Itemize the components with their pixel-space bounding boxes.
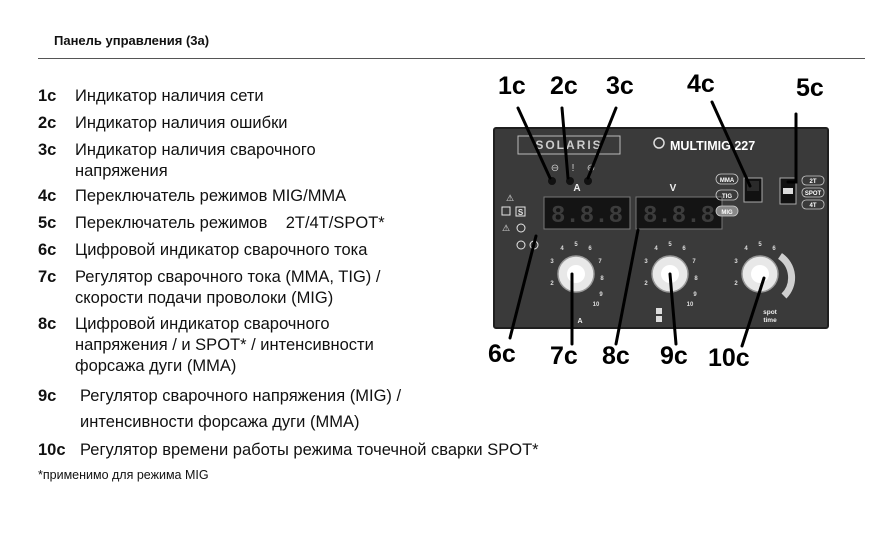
legend-number: 2c bbox=[38, 113, 56, 134]
callout-8c: 8c bbox=[602, 342, 630, 371]
legend-number: 10c bbox=[38, 440, 66, 461]
voltage-knob-mode-mark bbox=[656, 308, 662, 314]
callout-5c: 5c bbox=[796, 74, 824, 103]
callout-4c: 4c bbox=[687, 70, 715, 99]
trigger-spot-label: SPOT bbox=[805, 191, 822, 197]
trigger-mode-switch-rocker bbox=[783, 188, 793, 194]
mode-mma-label: MMA bbox=[720, 178, 735, 184]
callout-7c: 7c bbox=[550, 342, 578, 371]
ampere-label: A bbox=[573, 183, 580, 194]
header-divider bbox=[38, 58, 865, 59]
callout-2c: 2c bbox=[550, 72, 578, 101]
legend-number: 1c bbox=[38, 86, 56, 107]
error-led-symbol: ! bbox=[572, 163, 575, 174]
trigger-2t-label: 2T bbox=[809, 179, 816, 185]
callout-1c: 1c bbox=[498, 72, 526, 101]
legend-text-line2: интенсивности форсажа дуги (MMA) bbox=[80, 412, 359, 433]
scale-number: 10 bbox=[687, 302, 694, 308]
callout-3c: 3c bbox=[606, 72, 634, 101]
legend-text: Индикатор наличия сварочного bbox=[75, 140, 316, 161]
current-display-digits: 8.8.8 bbox=[551, 203, 623, 230]
legend-text-line3: форсажа дуги (MMA) bbox=[75, 356, 236, 377]
voltage-knob-mode-mark bbox=[656, 316, 662, 322]
shock-warning-icon: ⚠ bbox=[502, 223, 510, 233]
control-panel-diagram: SOLARIS MULTIMIG 227 ⊖ ! ⊖ A V ⚠ S ⚠ 8.8… bbox=[480, 70, 880, 380]
callout-6c: 6c bbox=[488, 340, 516, 369]
mode-tig-label: TIG bbox=[722, 194, 732, 200]
legend-text: Регулятор времени работы режима точечной… bbox=[80, 440, 539, 461]
footnote: *применимо для режима MIG bbox=[38, 468, 209, 482]
mode-mig-label: MIG bbox=[721, 210, 733, 216]
legend-number: 6c bbox=[38, 240, 56, 261]
legend-text: Переключатель режимов 2T/4T/SPOT* bbox=[75, 213, 385, 234]
legend-text-line2: скорости подачи проволоки (MIG) bbox=[75, 288, 333, 309]
spot-time-knob-cap bbox=[751, 265, 769, 283]
s-mark-text: S bbox=[518, 208, 524, 217]
thermal-warning-icon: ⚠ bbox=[506, 193, 514, 203]
legend-number: 9c bbox=[38, 386, 56, 407]
legend-number: 8c bbox=[38, 314, 56, 335]
voltage-label: V bbox=[670, 183, 677, 194]
legend-text: Регулятор сварочного напряжения (MIG) / bbox=[80, 386, 401, 407]
control-panel-svg: SOLARIS MULTIMIG 227 ⊖ ! ⊖ A V ⚠ S ⚠ 8.8… bbox=[480, 70, 880, 380]
spot-time-label: time bbox=[763, 317, 777, 324]
power-led-symbol: ⊖ bbox=[551, 163, 559, 174]
model-title: MULTIMIG 227 bbox=[670, 139, 755, 153]
current-knob-cap bbox=[567, 265, 585, 283]
scale-number: 10 bbox=[593, 302, 600, 308]
legend-text: Переключатель режимов MIG/MMA bbox=[75, 186, 346, 207]
legend-text: Цифровой индикатор сварочного bbox=[75, 314, 330, 335]
spot-time-label: spot bbox=[763, 309, 778, 316]
legend-text: Индикатор наличия сети bbox=[75, 86, 264, 107]
legend-number: 5c bbox=[38, 213, 56, 234]
legend-text: Регулятор сварочного тока (MMA, TIG) / bbox=[75, 267, 380, 288]
legend-number: 4c bbox=[38, 186, 56, 207]
page-header-title: Панель управления (3а) bbox=[54, 33, 209, 48]
legend-text: Индикатор наличия ошибки bbox=[75, 113, 288, 134]
legend-text-line2: напряжения / и SPOT* / интенсивности bbox=[75, 335, 374, 356]
legend-number: 7c bbox=[38, 267, 56, 288]
current-knob-unit: A bbox=[577, 318, 582, 325]
legend-text-line2: напряжения bbox=[75, 161, 168, 182]
trigger-4t-label: 4T bbox=[809, 203, 816, 209]
brand-logo-text: SOLARIS bbox=[535, 138, 602, 152]
voltage-display-digits: 8.8.8 bbox=[643, 203, 715, 230]
callout-9c: 9c bbox=[660, 342, 688, 371]
legend-number: 3c bbox=[38, 140, 56, 161]
callout-10c: 10c bbox=[708, 344, 750, 373]
legend-text: Цифровой индикатор сварочного тока bbox=[75, 240, 367, 261]
